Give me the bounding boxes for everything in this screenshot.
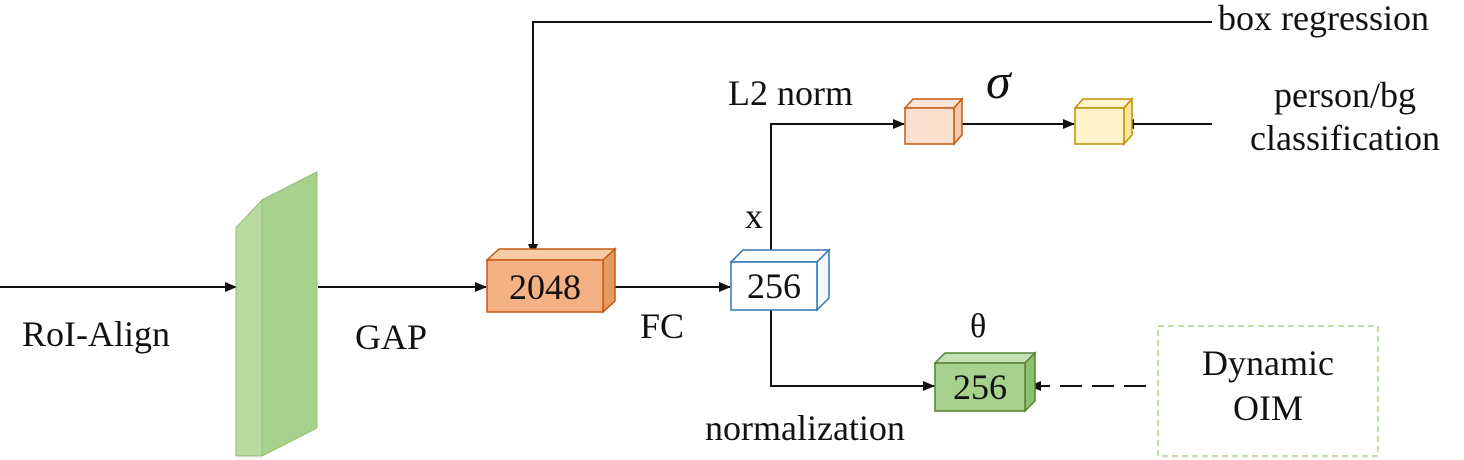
fc-label: FC	[640, 306, 684, 346]
classification-cube-front	[1074, 107, 1125, 145]
norm-256-block: 256	[933, 351, 1037, 413]
gap-plate-face	[235, 198, 263, 457]
sigma-cube	[903, 97, 964, 146]
dynamic-oim-box	[1157, 325, 1379, 457]
connections	[0, 21, 1212, 391]
classification-label: classification	[1250, 118, 1440, 158]
norm-256-front	[934, 362, 1026, 412]
normalization-branch-arrow	[770, 310, 935, 391]
theta-label: θ	[970, 308, 986, 345]
person-bg-label: person/bg	[1274, 75, 1416, 115]
gap-plate-side	[261, 171, 318, 457]
feature-2048-top	[485, 248, 617, 261]
feature-2048-side	[602, 247, 616, 314]
box-regression-arrow	[528, 21, 1212, 256]
gap-label: GAP	[355, 317, 427, 357]
feature-2048-front	[486, 259, 604, 313]
sigma-label: σ	[986, 53, 1013, 109]
norm-256-side	[1024, 351, 1036, 413]
feature-2048-label: 2048	[509, 267, 581, 307]
norm-256-top	[933, 352, 1037, 364]
fc-256-label: 256	[747, 266, 801, 306]
box-regression-label: box regression	[1218, 0, 1429, 38]
feature-2048-block: 2048	[485, 247, 617, 314]
roi-align-label: RoI-Align	[22, 314, 170, 354]
l2-norm-branch-arrow	[770, 119, 905, 256]
l2-norm-label: L2 norm	[728, 73, 853, 113]
fc-256-block: 256	[729, 248, 831, 312]
dynamic-label: Dynamic	[1202, 343, 1334, 383]
oim-label: OIM	[1233, 388, 1303, 428]
sigma-cube-front	[904, 107, 955, 145]
classification-cube-top	[1073, 98, 1134, 109]
classification-cube-side	[1123, 97, 1133, 146]
x-label: x	[745, 196, 763, 236]
fc-256-top	[729, 249, 831, 263]
normalization-label: normalization	[705, 408, 905, 448]
fc-256-front	[730, 261, 818, 311]
sigma-cube-top	[903, 98, 964, 109]
classification-cube	[1073, 97, 1134, 146]
norm-256-label: 256	[953, 367, 1007, 407]
gap-plate	[235, 171, 318, 457]
sigma-cube-side	[953, 97, 963, 146]
